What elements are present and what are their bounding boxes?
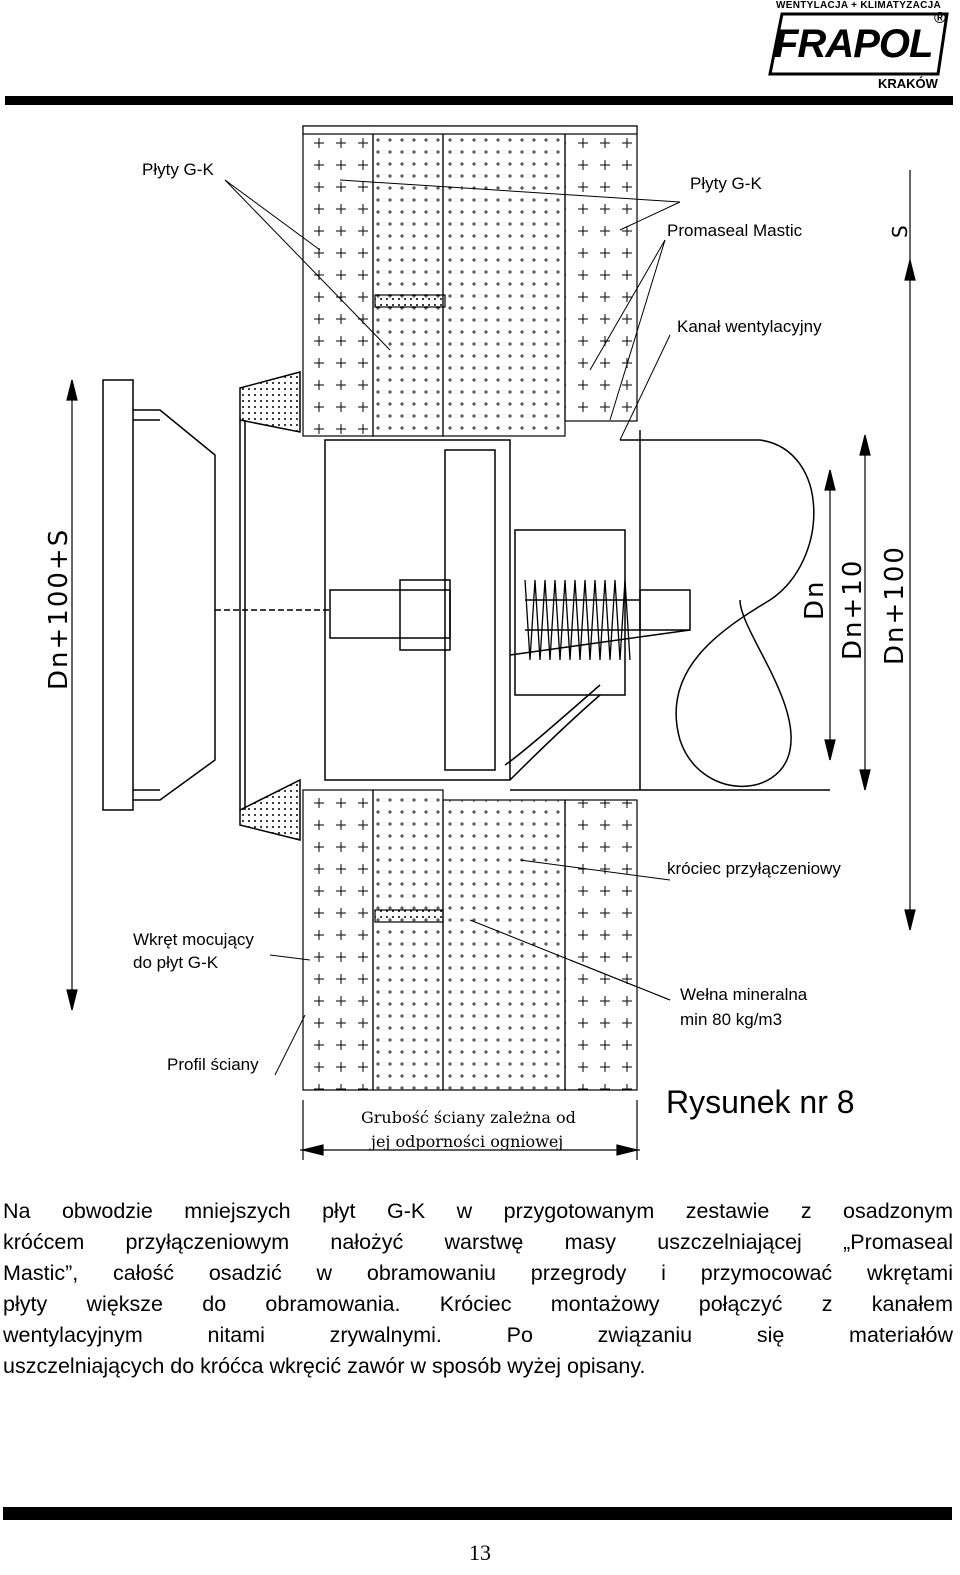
technical-drawing [66,125,916,1160]
leader-lines [224,179,681,1076]
wall-upper [302,125,638,437]
paragraph-line: uszczelniających do króćca wkręcić zawór… [3,1354,646,1378]
wall-lower [302,789,638,1160]
logo-frame [768,12,949,76]
label-wkret-line2: do płyt G-K [133,953,219,972]
registered-mark: ® [934,10,946,27]
dim-dn100: Dn+100 [880,545,910,665]
label-welna-line1: Wełna mineralna [680,985,808,1004]
label-profil: Profil ściany [167,1055,259,1074]
logo-tagline: WENTYLACJA + KLIMATYZACJA [776,0,941,11]
dim-dn: Dn [800,579,830,621]
dim-dn100s: Dn+100+S [44,527,74,690]
dim-s: S [888,223,912,238]
label-kanal: Kanał wentylacyjny [677,317,822,336]
label-wkret-line1: Wkręt mocujący [133,930,254,949]
label-welna-line2: min 80 kg/m3 [680,1010,783,1029]
bottom-rule [3,1507,952,1520]
paragraph-line: Mastic”, całość osadzić w obramowaniu pr… [3,1261,953,1285]
body-paragraph: Na obwodzie mniejszych płyt G-K w przygo… [3,1196,953,1382]
dimension-lines [66,170,916,1156]
label-plyty-gk-right: Płyty G-K [690,174,762,193]
paragraph-line: wentylacyjnym nitami zrywalnymi. Po zwią… [3,1323,953,1347]
frapol-logo: WENTYLACJA + KLIMATYZACJA FRAPOL ® KRAKÓ… [762,0,957,95]
paragraph-line: Na obwodzie mniejszych płyt G-K w przygo… [3,1199,953,1223]
figure-title: Rysunek nr 8 [666,1084,855,1120]
logo-wordmark: FRAPOL [774,22,933,66]
spring [524,579,631,661]
paragraph-line: króćcem przyłączeniowym nałożyć warstwę … [3,1230,953,1254]
valve [102,371,691,841]
page-number: 13 [469,1540,491,1565]
label-grubosc-line2: jej odporności ogniowej [371,1132,564,1151]
label-plyty-gk-left: Płyty G-K [142,160,214,179]
logo-city: KRAKÓW [878,76,938,91]
label-krociec: króciec przyłączeniowy [667,859,841,878]
label-grubosc-line1: Grubość ściany zależna od [361,1108,576,1127]
label-promaseal: Promaseal Mastic [667,221,803,240]
dim-dn10: Dn+10 [838,558,868,660]
top-rule [5,96,953,105]
duct [510,430,830,791]
paragraph-line: płyty większe do obramowania. Króciec mo… [3,1292,953,1316]
